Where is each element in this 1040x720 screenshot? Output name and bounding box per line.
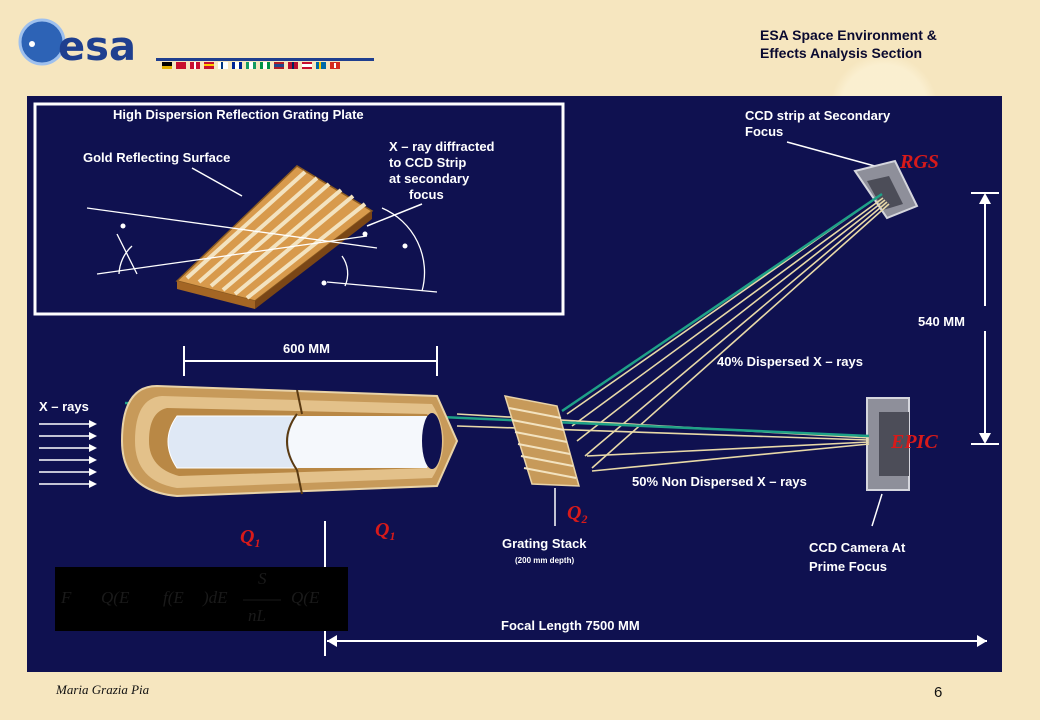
- formula-f-ei: f(E: [163, 588, 184, 607]
- esa-logo: esa: [18, 18, 374, 70]
- inset-title: High Dispersion Reflection Grating Plate: [113, 107, 364, 122]
- grating-stack-icon: [503, 395, 580, 487]
- formula-q-ei: Q(E: [101, 588, 130, 607]
- q2-label: Q2: [567, 502, 587, 526]
- dimension-600-arrow: [183, 346, 438, 376]
- formula-s: S: [258, 569, 267, 588]
- rgs-label: RGS: [899, 151, 939, 173]
- focal-length-label: Focal Length 7500 MM: [501, 618, 640, 633]
- length-600-label: 600 MM: [283, 341, 330, 356]
- gold-surface-label: Gold Reflecting Surface: [83, 150, 230, 165]
- ccd-camera-label-line1: CCD Camera At: [809, 540, 906, 555]
- page-number: 6: [934, 684, 943, 701]
- formula-box: F Q(E f(E )dE S nL Q(E: [55, 567, 348, 631]
- grating-plate-inset: High Dispersion Reflection Grating Plate…: [33, 102, 565, 316]
- section-title-line2: Effects Analysis Section: [760, 45, 923, 61]
- ccd-camera-label-line2: Prime Focus: [809, 559, 887, 574]
- footer-author: Maria Grazia Pia: [56, 682, 150, 697]
- epic-detector-icon: [866, 397, 910, 491]
- xrays-label: X – rays: [39, 399, 89, 414]
- dispersed-40-label: 40% Dispersed X – rays: [717, 354, 863, 369]
- dispersed-rays: [566, 195, 890, 469]
- logo-text: esa: [58, 24, 136, 70]
- q1-label-left: Q1: [240, 526, 260, 550]
- non-dispersed-50-label: 50% Non Dispersed X – rays: [632, 474, 807, 489]
- q1-label-right: Q1: [375, 519, 395, 543]
- xray-diffracted-line2: to CCD Strip: [389, 155, 466, 170]
- mirror-module-icon: [120, 384, 459, 498]
- distance-540-label: 540 MM: [918, 314, 965, 329]
- grating-stack-label: Grating Stack: [502, 536, 587, 551]
- xray-diffracted-line4: focus: [409, 187, 444, 202]
- logo-flags: [156, 58, 374, 69]
- section-title-line1: ESA Space Environment &: [760, 27, 937, 43]
- dimension-540-arrow: [971, 192, 999, 445]
- incoming-xray-arrows: [39, 423, 89, 485]
- formula-q-ej: Q(E: [291, 588, 320, 607]
- formula-f: F: [60, 588, 72, 607]
- xray-diffracted-line1: X – ray diffracted: [389, 139, 495, 154]
- xray-diffracted-line3: at secondary: [389, 171, 470, 186]
- ccd-strip-label-line2: Focus: [745, 124, 783, 139]
- formula-de: )dE: [202, 588, 228, 607]
- formula-nl: nL: [248, 606, 266, 625]
- ccd-strip-label-line1: CCD strip at Secondary: [745, 108, 891, 123]
- logo-globe-icon: [20, 20, 64, 64]
- section-title: ESA Space Environment & Effects Analysis…: [760, 26, 937, 62]
- grating-depth-label: (200 mm depth): [515, 556, 574, 565]
- xmm-diagram: High Dispersion Reflection Grating Plate…: [33, 102, 999, 656]
- epic-label: EPIC: [890, 431, 938, 453]
